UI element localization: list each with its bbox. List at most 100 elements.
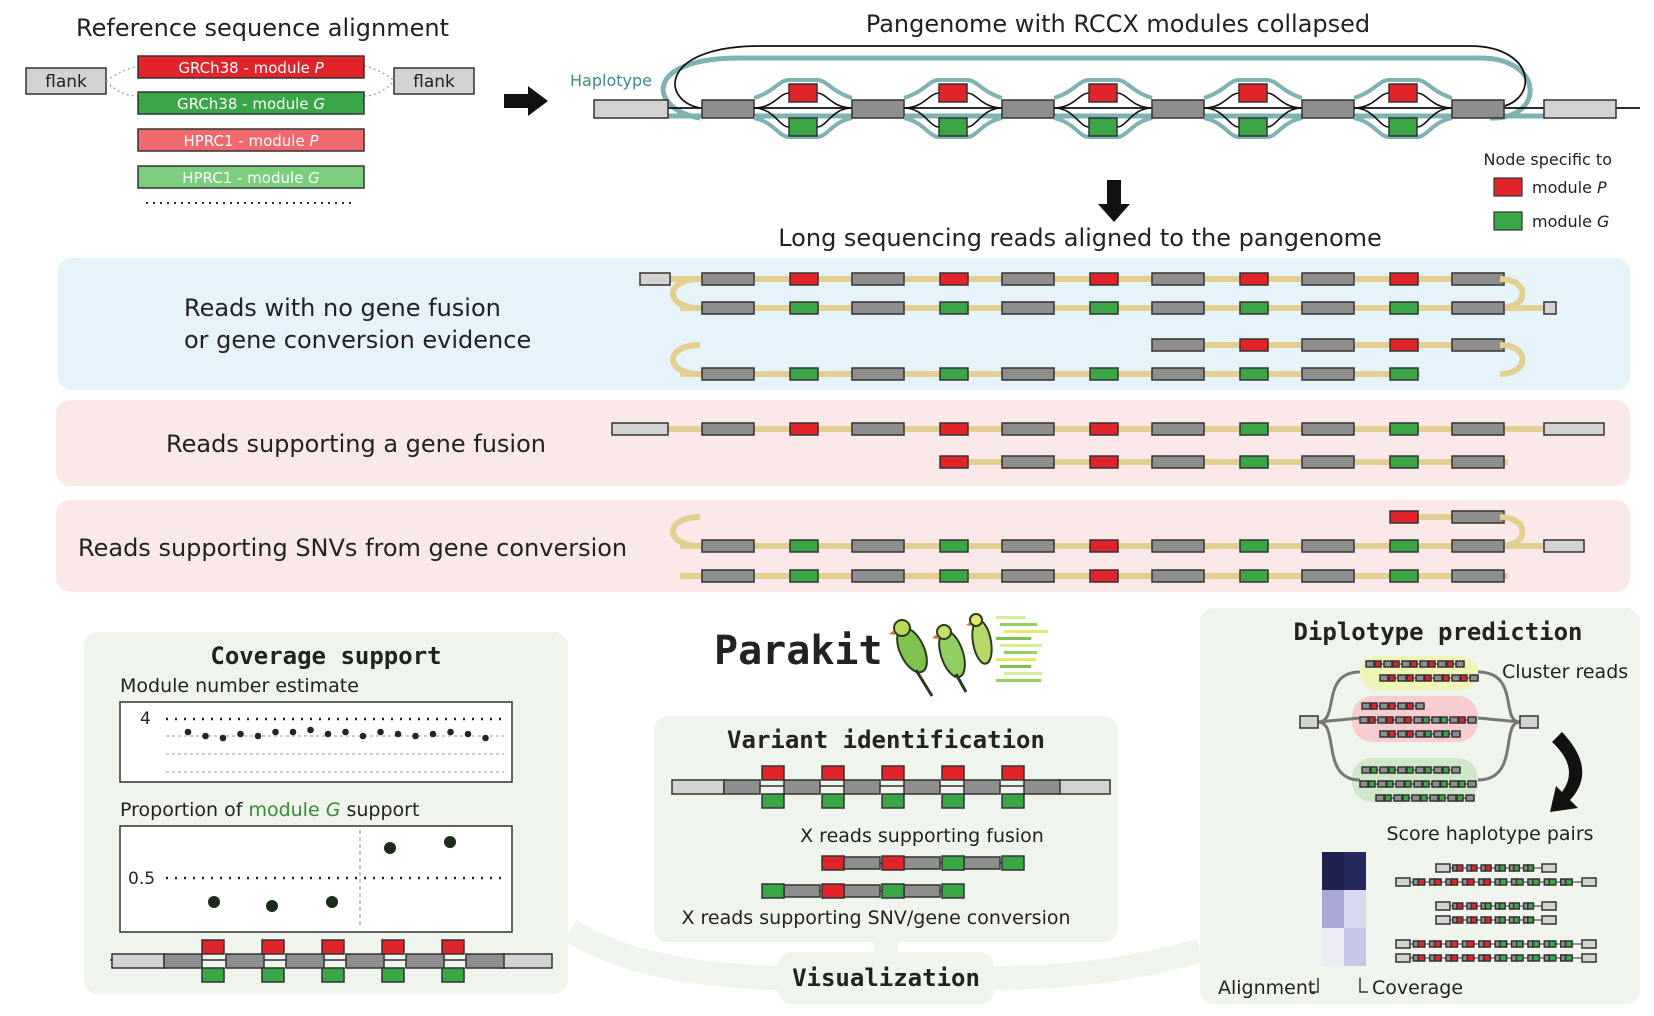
read-flank-node [1543,422,1605,436]
svg-text:module G: module G [1532,212,1609,231]
pair-module-node [1527,902,1535,910]
fusion-read-g-node [941,855,965,871]
fusion-read-gray-node [903,856,941,870]
proportion-point [326,896,338,908]
pair-module-node [1515,940,1524,948]
read-gray-node [1451,301,1505,315]
read-flank-node [1543,539,1585,553]
read-gray-node [1001,569,1055,583]
logo-bar [996,679,1041,682]
read-module-g-node [1389,367,1419,381]
svg-text:Proportion of module G support: Proportion of module G support [120,799,419,821]
flank-right: flank [393,67,475,95]
alignment-bar-grch38-p: GRCh38 - module P [137,55,365,79]
mini-read-node [1467,780,1477,788]
pair-flank-node [1395,877,1411,887]
mini-read-node [1392,660,1400,668]
read-module-g-node [939,367,969,381]
pair-module-node [1499,954,1508,962]
read-gray-node [851,301,905,315]
read-gray-node [1001,272,1055,286]
svg-text:HPRC1 - module P: HPRC1 - module P [184,132,320,150]
gray-node [1301,99,1355,119]
mini-read-node [1415,674,1425,682]
read-gray-node [1451,422,1505,436]
mini-read-node [1393,794,1403,802]
connector-diplotype-visualization [989,938,1204,990]
mini-read-node [1465,794,1475,802]
mini-read-node [1440,716,1448,724]
legend-title: Node specific to [1484,150,1612,169]
mini-read-node [1359,716,1369,724]
cluster-source-node [1299,715,1319,729]
proportion-label-module: G [326,799,341,821]
pair-module-node [1450,940,1459,948]
read-module-p-node [1089,422,1119,436]
pair-module-node [1450,878,1459,886]
module-number-point [202,732,209,740]
coverage-gray-node [465,953,505,969]
mini-read-node [1370,766,1378,774]
svg-text:GRCh38 - module G: GRCh38 - module G [177,95,325,113]
pangenome-title: Pangenome with RCCX modules collapsed [866,10,1370,38]
bar-grch38-p-text: GRCh38 - module [178,59,314,77]
read-gray-node [1151,272,1205,286]
cluster-reads-label: Cluster reads [1502,661,1628,683]
bar-hprc1-g-module: G [308,169,320,187]
read-module-g-node [1239,367,1269,381]
mini-read-node [1397,702,1407,710]
pair-module-node [1417,940,1426,948]
read-module-g-node [1389,539,1419,553]
bar-grch38-p-module: P [315,59,325,77]
module-number-point [394,730,402,738]
coverage-track [110,939,553,983]
snv-read-g-node [941,883,965,899]
cluster-branches-right [1477,670,1521,782]
mini-read-node [1437,660,1447,668]
mini-read-node [1383,660,1393,668]
pair-module-node [1484,902,1492,910]
snv-read-gray-node [903,884,941,898]
pair-module-node [1512,916,1521,924]
pair-module-node [1484,916,1492,924]
legend-label-p: module [1532,178,1597,197]
read-gray-node [851,272,905,286]
bar-grch38-g-module: G [313,95,325,113]
read-gray-node [701,272,755,286]
pair-module-node [1532,954,1541,962]
cluster-branches-left [1317,670,1361,782]
mini-read-node [1451,674,1461,682]
coverage-module-p-node [381,939,405,955]
pair-module-node [1456,864,1464,872]
proportion-label-suffix: support [340,799,419,821]
pair-module-node [1456,916,1464,924]
mini-read-node [1442,730,1450,738]
mini-read-node [1368,716,1376,724]
read-gray-node [851,422,905,436]
snv-label: Reads supporting SNVs from gene conversi… [78,534,627,562]
heatmap-cell [1322,928,1344,966]
mini-read-node [1397,766,1407,774]
read-gray-node [1151,569,1205,583]
mini-read-node [1433,766,1443,774]
coverage-module-p-node [321,939,345,955]
pair-module-node [1564,954,1573,962]
panel-no-fusion [58,258,1630,390]
read-module-p-node [1089,569,1119,583]
pair-module-node [1532,940,1541,948]
mini-read-node [1449,780,1459,788]
coverage-module-g-node [261,967,285,983]
module-p-node [1088,83,1118,103]
legend-module-g: G [1597,212,1609,231]
mini-read-node [1406,674,1414,682]
snv-read-gray-node [783,884,821,898]
read-module-p-node [1389,510,1419,524]
proportion-tick: 0.5 [128,869,155,889]
pair-module-node [1499,940,1508,948]
fusion-read-gray-node [963,856,1001,870]
module-number-point [429,730,437,738]
mini-read-node [1368,780,1376,788]
read-gray-node [1301,539,1355,553]
fusion-label: Reads supporting a gene fusion [166,430,546,458]
logo-bar [996,616,1026,619]
